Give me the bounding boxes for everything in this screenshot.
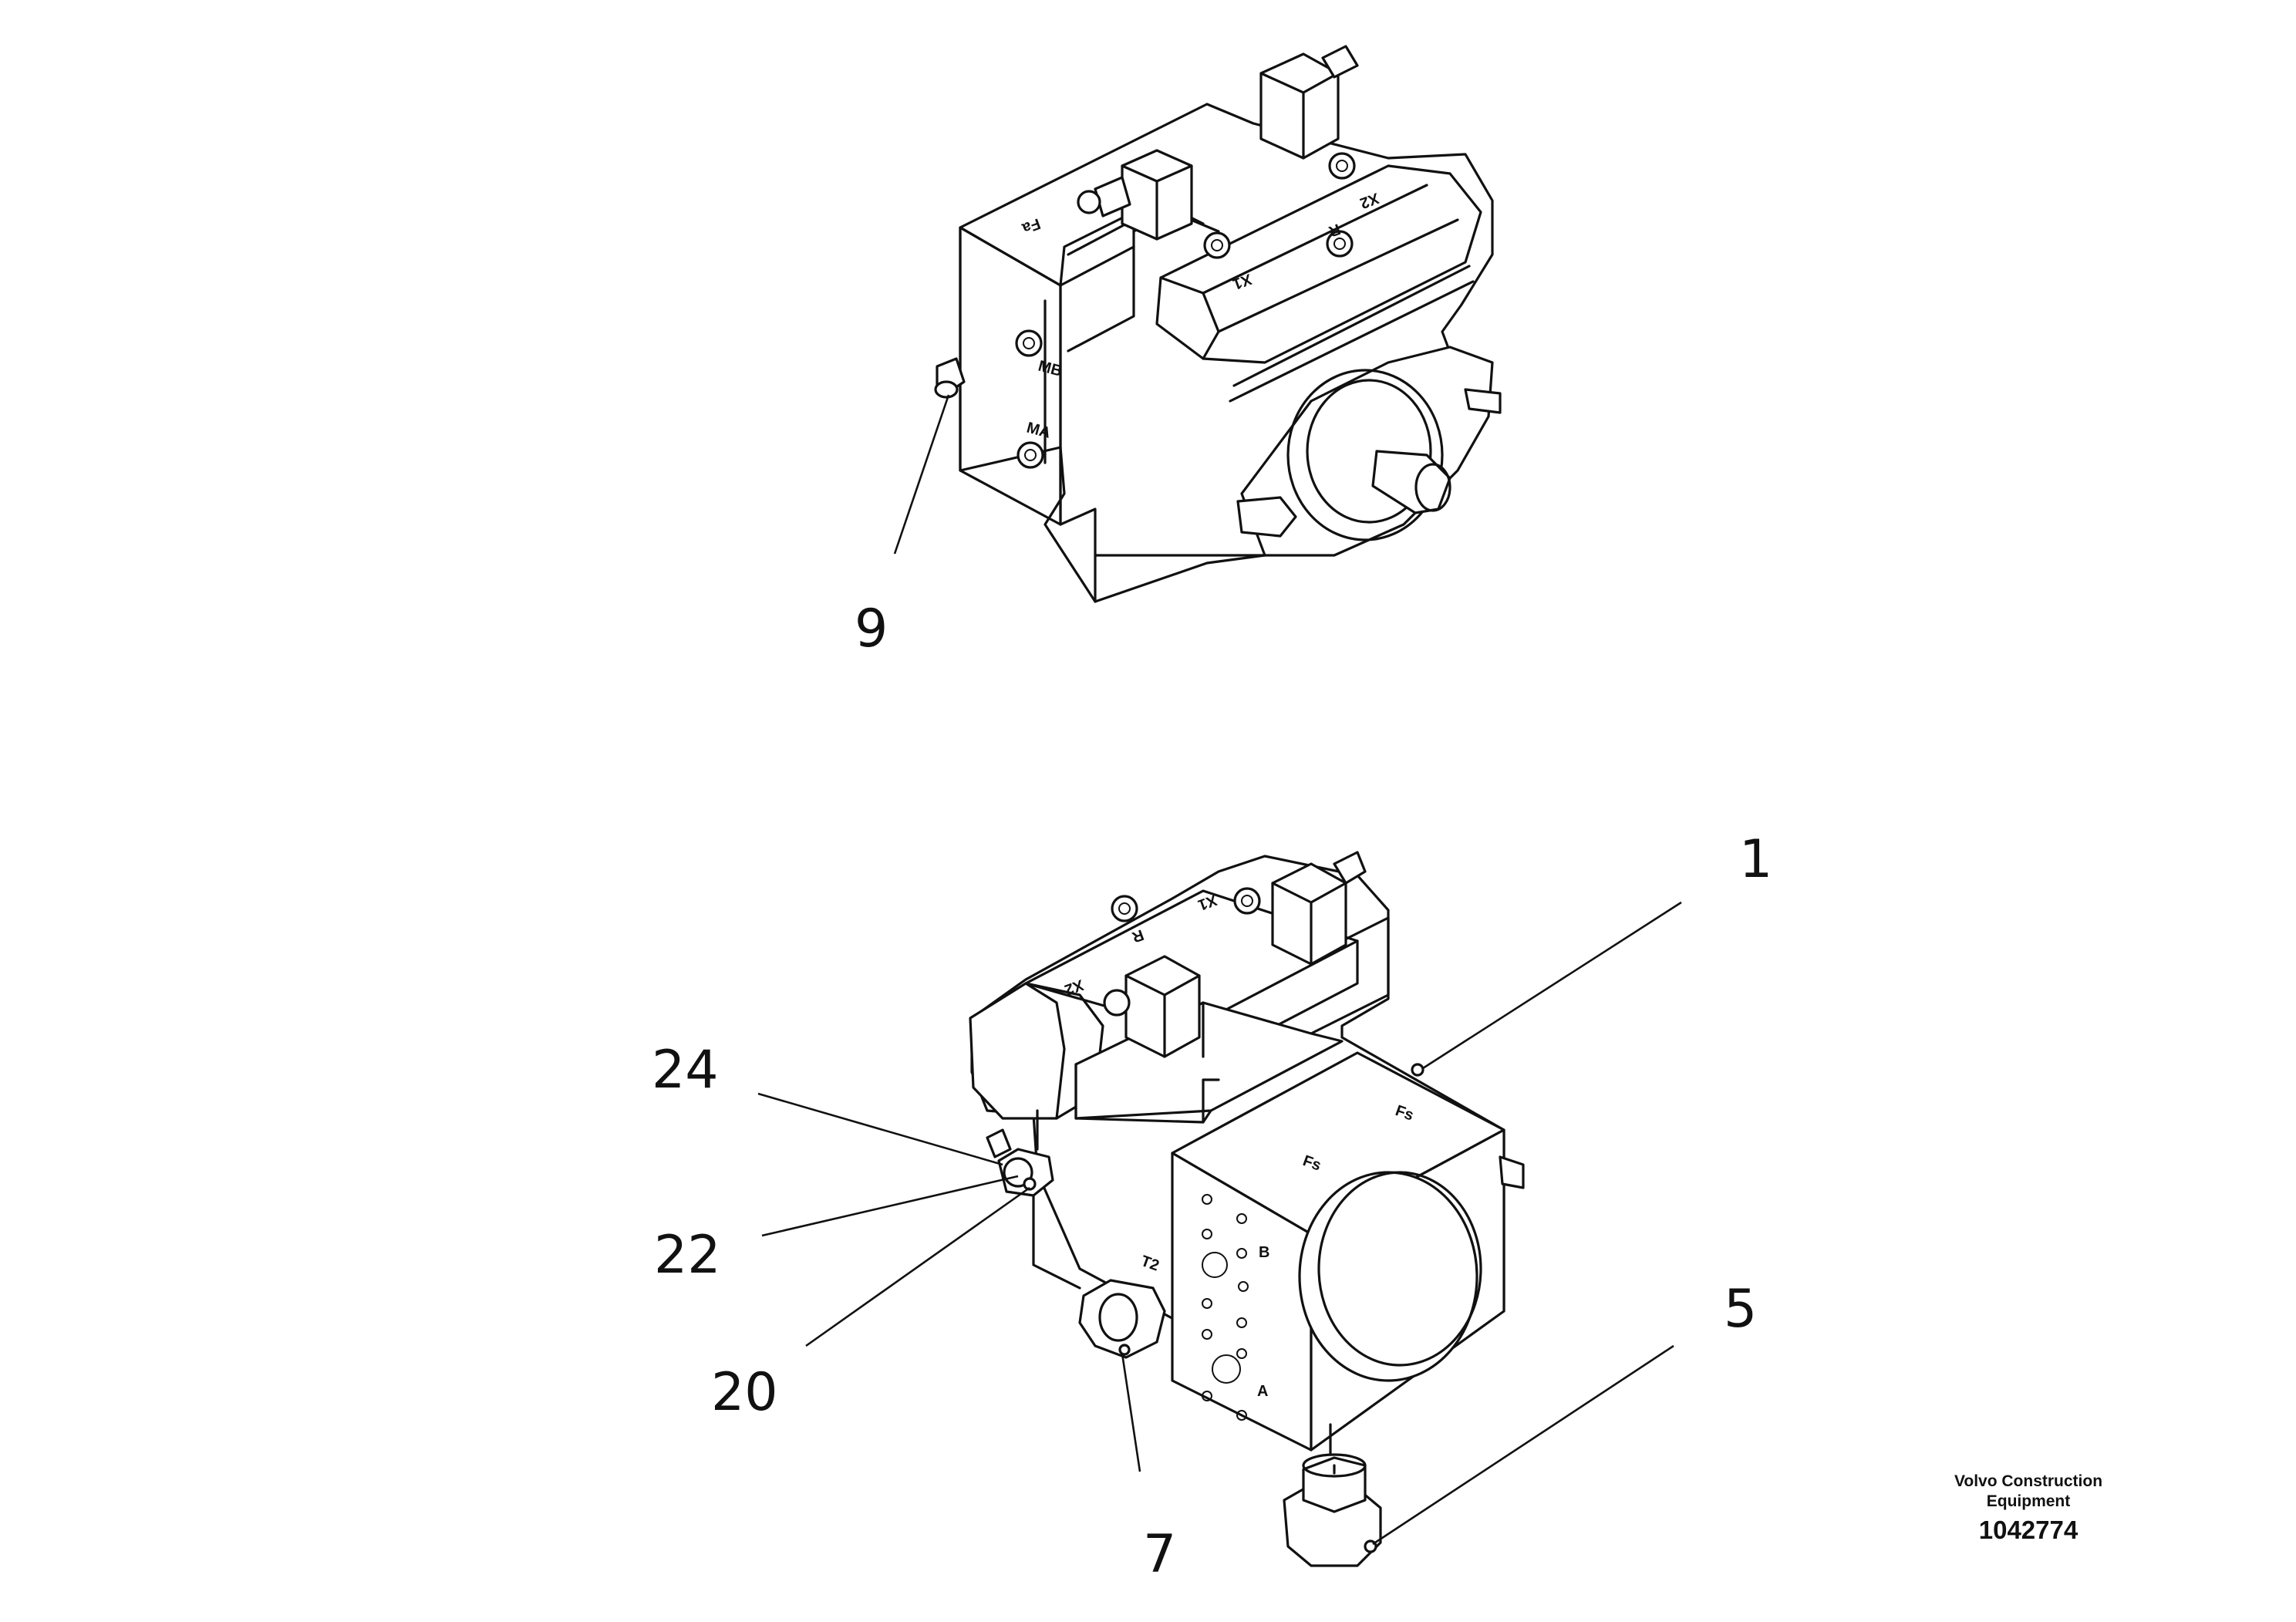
bottom-valve-assembly: X1 R X2 Fs Fs T2 B A	[969, 851, 1525, 1567]
callout-1: 1	[1739, 829, 1772, 890]
top-pump-assembly: Fa X2 X1 R MB MA	[934, 45, 1502, 603]
bottom-fitting-t2	[1078, 1279, 1166, 1359]
top-port-bolts	[1015, 152, 1356, 469]
callout-7: 7	[1143, 1524, 1176, 1585]
company-name-line2: Equipment	[1986, 1492, 2071, 1510]
top-pump-flange	[1240, 346, 1494, 557]
bottom-round-cover	[1298, 1171, 1478, 1382]
bottom-port-label-b: B	[1259, 1244, 1269, 1261]
leader-lines	[757, 394, 1682, 1546]
callout-9: 9	[855, 599, 888, 659]
callout-22: 22	[654, 1225, 721, 1286]
top-solenoid-right	[1259, 52, 1340, 160]
drawing-number: 1042774	[1978, 1516, 2079, 1544]
callout-5: 5	[1724, 1279, 1757, 1340]
company-name-line1: Volvo Construction	[1954, 1472, 2103, 1490]
callout-numbers: 9 1 24 22 20 5 7	[652, 599, 1772, 1585]
bottom-solenoid-right	[1271, 862, 1347, 966]
callout-24: 24	[652, 1040, 719, 1101]
bottom-front-face-holes	[1202, 1194, 1249, 1421]
reference-block: Volvo Construction Equipment 1042774	[1905, 1472, 2152, 1549]
top-control-cylinder	[1155, 164, 1482, 364]
bottom-port-label-a: A	[1257, 1383, 1268, 1400]
bottom-solenoid-left	[1124, 955, 1201, 1058]
callout-20: 20	[711, 1362, 778, 1423]
